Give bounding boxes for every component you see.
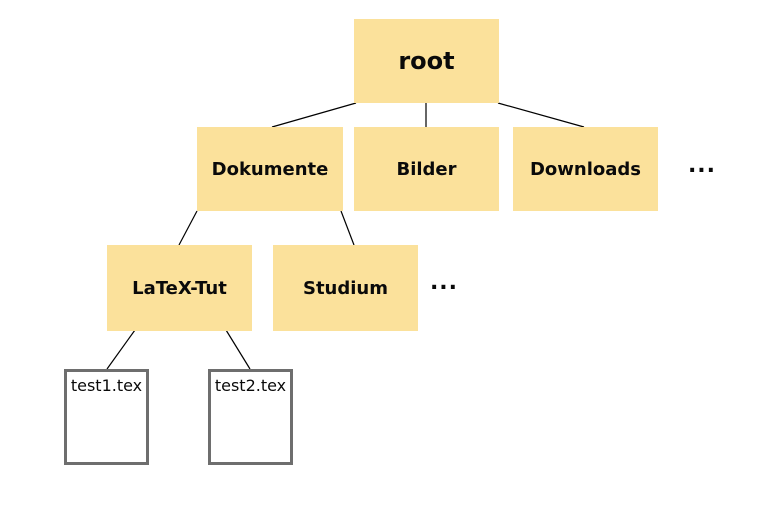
edge-root-dokumente	[271, 102, 357, 128]
ellipsis-more-folders-level2: ...	[687, 153, 717, 178]
node-studium: Studium	[273, 245, 418, 331]
node-bilder: Bilder	[354, 127, 499, 211]
node-root-label: root	[398, 47, 455, 75]
node-bilder-label: Bilder	[396, 158, 457, 180]
edge-root-downloads	[497, 102, 585, 128]
node-root: root	[354, 19, 499, 103]
edge-latex-tut-test2	[225, 329, 251, 370]
node-dokumente: Dokumente	[197, 127, 343, 211]
node-downloads: Downloads	[513, 127, 658, 211]
node-test2-label: test2.tex	[214, 376, 287, 395]
node-studium-label: Studium	[302, 277, 388, 299]
node-latex-tut-label: LaTeX-Tut	[132, 277, 227, 299]
edge-dokumente-studium	[340, 210, 355, 246]
edge-latex-tut-test1	[106, 329, 136, 370]
node-downloads-label: Downloads	[529, 158, 642, 180]
node-test1-file: test1.tex	[64, 369, 149, 465]
edge-dokumente-latex-tut	[178, 210, 198, 246]
ellipsis-more-folders-level3: ...	[429, 270, 459, 295]
node-test2-file: test2.tex	[208, 369, 293, 465]
node-dokumente-label: Dokumente	[211, 158, 329, 180]
node-latex-tut: LaTeX-Tut	[107, 245, 252, 331]
node-test1-label: test1.tex	[70, 376, 143, 395]
